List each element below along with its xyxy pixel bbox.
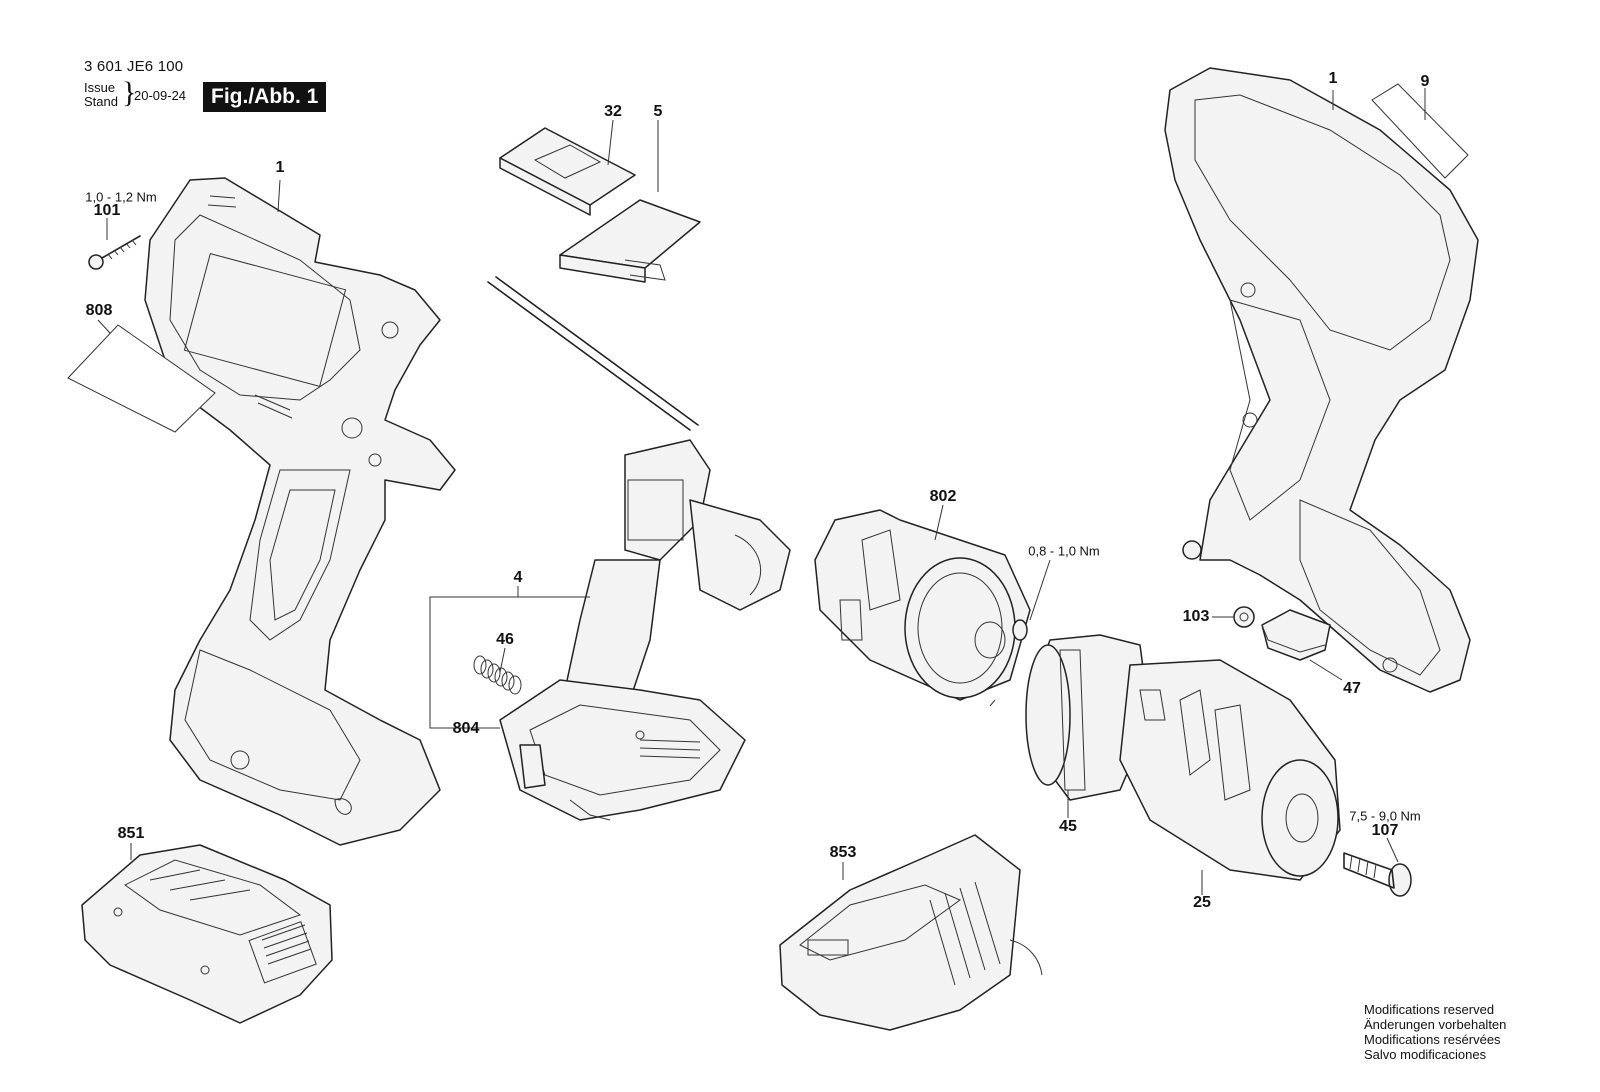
switch-module-drawing — [487, 276, 791, 821]
left-housing-drawing — [144, 177, 456, 846]
callout-1-left: 1 — [275, 159, 285, 176]
callout-853: 853 — [829, 844, 857, 861]
callout-808: 808 — [85, 302, 113, 319]
label-808-drawing — [67, 319, 216, 433]
torque-101: 1,0 - 1,2 Nm — [85, 189, 157, 205]
motor-802-drawing — [814, 509, 1031, 707]
modifications-notes: Modifications reserved Änderungen vorbeh… — [1364, 1002, 1506, 1062]
issue-brace: } — [122, 76, 137, 109]
label-9-drawing — [1371, 83, 1469, 179]
charger-853-drawing — [779, 834, 1043, 1031]
torque-107: 7,5 - 9,0 Nm — [1349, 808, 1421, 824]
part-47-drawing — [1261, 609, 1331, 661]
torque-802: 0,8 - 1,0 Nm — [1028, 543, 1100, 559]
callout-851: 851 — [117, 825, 145, 842]
callout-47: 47 — [1343, 680, 1361, 697]
issue-stand-label: Issue Stand — [84, 81, 118, 109]
screw-101-drawing — [88, 235, 141, 270]
callout-101: 101 — [93, 202, 121, 219]
right-housing-drawing — [1164, 67, 1479, 693]
gearbox-chuck-drawing — [1025, 634, 1341, 881]
callout-4: 4 — [513, 569, 523, 586]
callout-804: 804 — [452, 720, 480, 737]
nut-103-drawing — [1233, 606, 1255, 628]
callout-46: 46 — [496, 631, 514, 648]
callout-1-right: 1 — [1328, 70, 1338, 87]
note-line-fr: Modifications resérvées — [1364, 1032, 1501, 1047]
callout-25: 25 — [1193, 894, 1211, 911]
callout-45: 45 — [1059, 818, 1077, 835]
note-line-de: Änderungen vorbehalten — [1364, 1017, 1507, 1032]
note-line-en: Modifications reserved — [1364, 1002, 1495, 1017]
callout-107: 107 — [1371, 822, 1399, 839]
document-number: 3 601 JE6 100 — [84, 58, 184, 75]
callout-802: 802 — [929, 488, 957, 505]
battery-851-drawing — [81, 844, 333, 1024]
stand-label: Stand — [84, 94, 118, 109]
callout-103: 103 — [1182, 608, 1210, 625]
issue-date: 20-09-24 — [134, 88, 187, 103]
figure-label: Fig./Abb. 1 — [203, 82, 327, 112]
switch-parts-32-5-drawing — [499, 127, 701, 283]
screw-107-drawing — [1343, 852, 1412, 897]
callout-9: 9 — [1420, 73, 1430, 90]
spring-46-drawing — [473, 655, 522, 695]
callout-32: 32 — [604, 103, 622, 120]
leader-lines — [106, 90, 1399, 895]
note-line-es: Salvo modificaciones — [1364, 1047, 1487, 1062]
callout-5: 5 — [653, 103, 663, 120]
issue-label: Issue — [84, 80, 116, 95]
